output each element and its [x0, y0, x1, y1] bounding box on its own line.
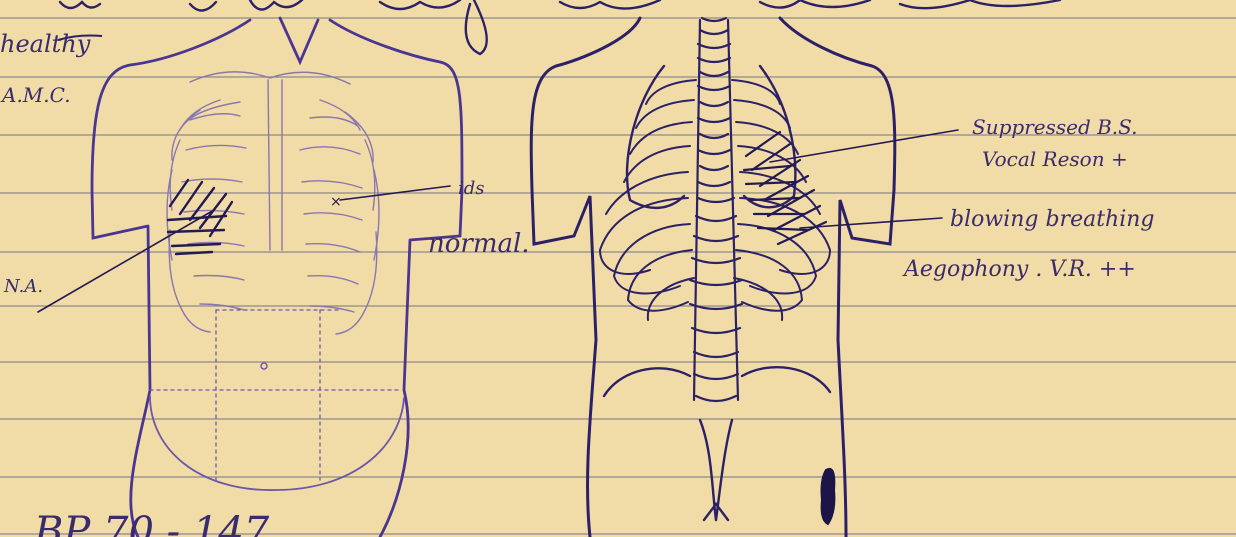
back-pelvis-right: [742, 367, 830, 392]
left-margin-word: healthy: [0, 30, 91, 58]
front-rib: [190, 72, 350, 84]
left-side-mark: N.A.: [3, 276, 43, 297]
back-rib: [636, 100, 790, 128]
back-rib: [628, 250, 802, 311]
front-rib-cage: [167, 72, 379, 334]
navel-dot: [261, 363, 267, 369]
front-normal-label: normal.: [428, 229, 530, 259]
front-abdomen-grid: [150, 310, 400, 480]
front-sternum: [268, 80, 282, 250]
point-marker-x: ×: [330, 194, 342, 210]
bottom-note: BP 70 - 147: [33, 509, 270, 537]
back-annotation-1-line-1: Suppressed B.S.: [972, 115, 1138, 139]
shading-stroke: [170, 180, 232, 236]
back-rib: [646, 80, 780, 104]
back-spine: [690, 18, 742, 401]
back-rib: [614, 224, 816, 293]
front-rib: [186, 145, 360, 154]
front-torso-figure: ×: [38, 18, 462, 537]
front-point-label: ids: [458, 178, 485, 199]
back-torso-outline: [531, 18, 895, 537]
shading-stroke: [168, 216, 226, 254]
back-annotation-2-line-2: Aegophony . V.R. ++: [902, 257, 1136, 282]
top-handwriting-scribble: [60, 0, 1060, 54]
front-rib: [182, 179, 362, 188]
back-pelvis-left: [604, 368, 690, 396]
front-rib: [190, 114, 358, 126]
back-torso-figure: [531, 18, 958, 537]
front-pointer-line: [38, 210, 214, 312]
back-annotation-2-line-1: blowing breathing: [950, 207, 1155, 232]
ink-blot: [822, 469, 835, 524]
front-rib: [194, 276, 358, 285]
front-torso-outline: [92, 18, 462, 537]
left-margin-abbrev: A.M.C.: [0, 83, 71, 107]
front-rib: [200, 304, 354, 312]
front-rib: [172, 110, 373, 162]
front-lower-abdomen: [150, 396, 404, 490]
back-gluteal-cleft: [700, 420, 732, 520]
back-annotation-1-line-2: Vocal Reson +: [982, 147, 1128, 171]
